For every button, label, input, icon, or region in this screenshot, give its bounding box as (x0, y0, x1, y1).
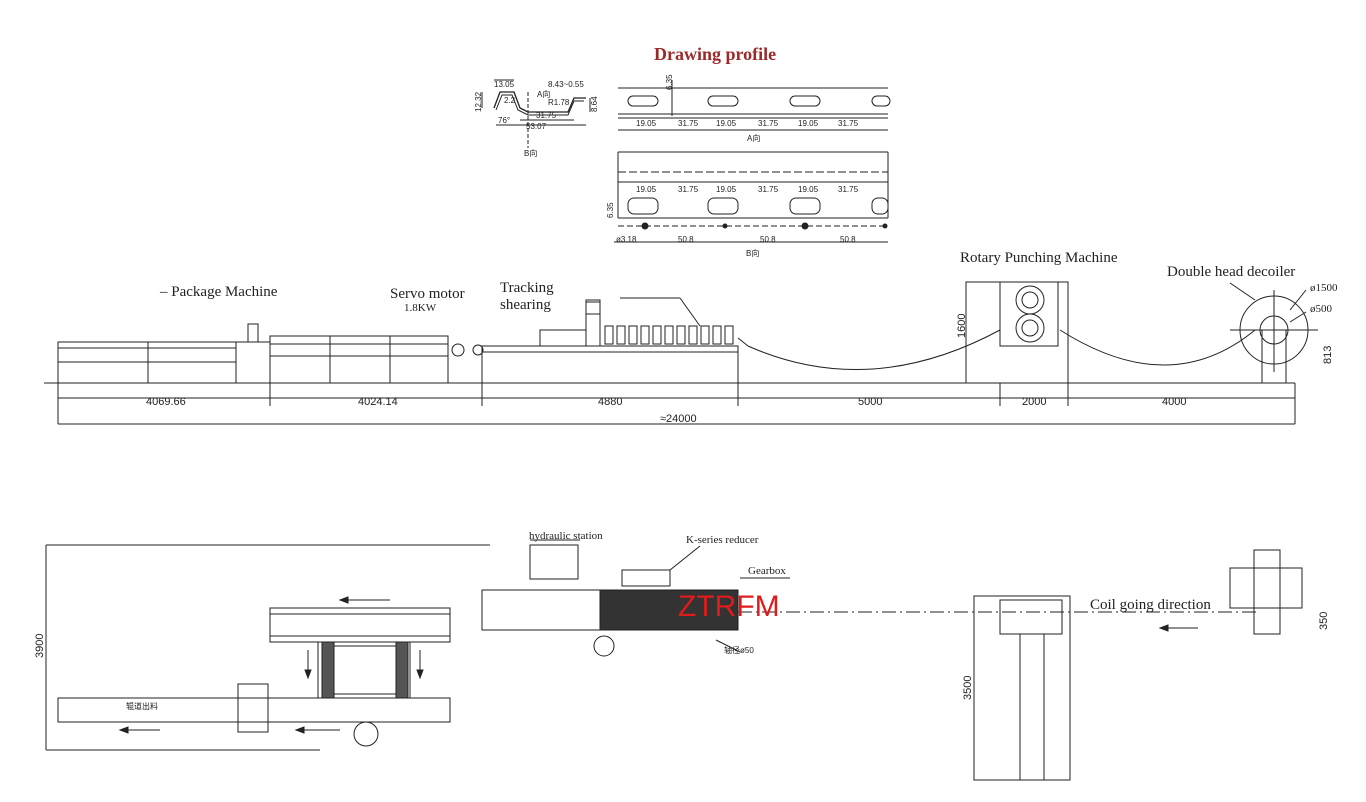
reducer-label: K-series reducer (686, 534, 759, 546)
width-3500: 3500 (962, 675, 974, 700)
bottom-dim-1: 19.05 (636, 185, 657, 194)
bottom-dim-5: 19.05 (798, 185, 819, 194)
top-dim-3: 19.05 (716, 119, 737, 128)
section-view-label: B向 (524, 149, 538, 158)
shaft-label: 轴径ø50 (724, 646, 754, 655)
bottom-dim-3: 19.05 (716, 185, 737, 194)
servo-motor-label: Servo motor (390, 286, 465, 302)
watermark: ZTRFM (678, 590, 780, 623)
segment-5: 2000 (1022, 396, 1047, 408)
hole-diameter: ø3.18 (616, 235, 637, 244)
tracking-label: Tracking (500, 280, 554, 296)
bottom-view-label: B向 (746, 249, 760, 258)
shearing-label: shearing (500, 297, 551, 313)
roller-stands (604, 325, 734, 345)
top-dim-height: 6.35 (665, 74, 674, 90)
dim-radius: R1.78 (548, 98, 570, 107)
side-elevation (44, 281, 1318, 425)
top-dim-2: 31.75 (678, 119, 699, 128)
width-3900: 3900 (34, 633, 46, 658)
pitch-3: 50.8 (840, 235, 856, 244)
top-dim-4: 31.75 (758, 119, 779, 128)
segment-2: 4024.14 (358, 396, 398, 408)
dim-13-05: 13.05 (494, 80, 515, 89)
segment-3: 4880 (598, 396, 623, 408)
top-view-holes (618, 80, 891, 131)
diameter-inner: ø500 (1310, 303, 1332, 315)
cross-section-view (481, 79, 591, 148)
rotary-punching-label: Rotary Punching Machine (960, 250, 1118, 266)
pitch-2: 50.8 (760, 235, 776, 244)
hydraulic-station-label: hydraulic station (529, 530, 603, 542)
bottom-dim-2: 31.75 (678, 185, 699, 194)
bottom-dim-4: 31.75 (758, 185, 779, 194)
dim-8-64: 8.64 (590, 96, 599, 112)
dim-thickness: 8.43~0.55 (548, 80, 584, 89)
total-length: ≈24000 (660, 413, 697, 425)
decoiler-label: Double head decoiler (1167, 264, 1296, 280)
top-dim-1: 19.05 (636, 119, 657, 128)
width-350: 350 (1318, 611, 1330, 630)
segment-6: 4000 (1162, 396, 1187, 408)
drawing-title: Drawing profile (654, 44, 777, 64)
dim-12-32: 12.32 (474, 91, 483, 112)
plan-view (45, 539, 1303, 781)
pitch-1: 50.8 (678, 235, 694, 244)
servo-power-label: 1.8KW (404, 302, 437, 314)
top-dim-6: 31.75 (838, 119, 859, 128)
dim-2-2: 2.2 (504, 96, 516, 105)
segment-4: 5000 (858, 396, 883, 408)
gearbox-label: Gearbox (748, 565, 786, 577)
diameter-outer: ø1500 (1310, 282, 1338, 294)
top-view-label: A向 (747, 134, 761, 143)
height-813: 813 (1322, 345, 1334, 364)
coil-direction-label: Coil going direction (1090, 597, 1211, 613)
segment-1: 4069.66 (146, 396, 186, 408)
bottom-dim-6: 31.75 (838, 185, 859, 194)
dim-angle: 76° (498, 116, 511, 125)
exit-table-label: 辊道出料 (126, 702, 158, 711)
dim-31-75: 31.75 (536, 111, 557, 120)
dim-53-07: 53.07 (526, 122, 547, 131)
view-a-mark: A向 (537, 90, 551, 99)
bottom-dim-height: 6.35 (606, 202, 615, 218)
height-1600: 1600 (956, 313, 968, 338)
top-dim-5: 19.05 (798, 119, 819, 128)
package-machine-label: – Package Machine (160, 284, 278, 300)
bottom-view-holes (614, 151, 889, 243)
